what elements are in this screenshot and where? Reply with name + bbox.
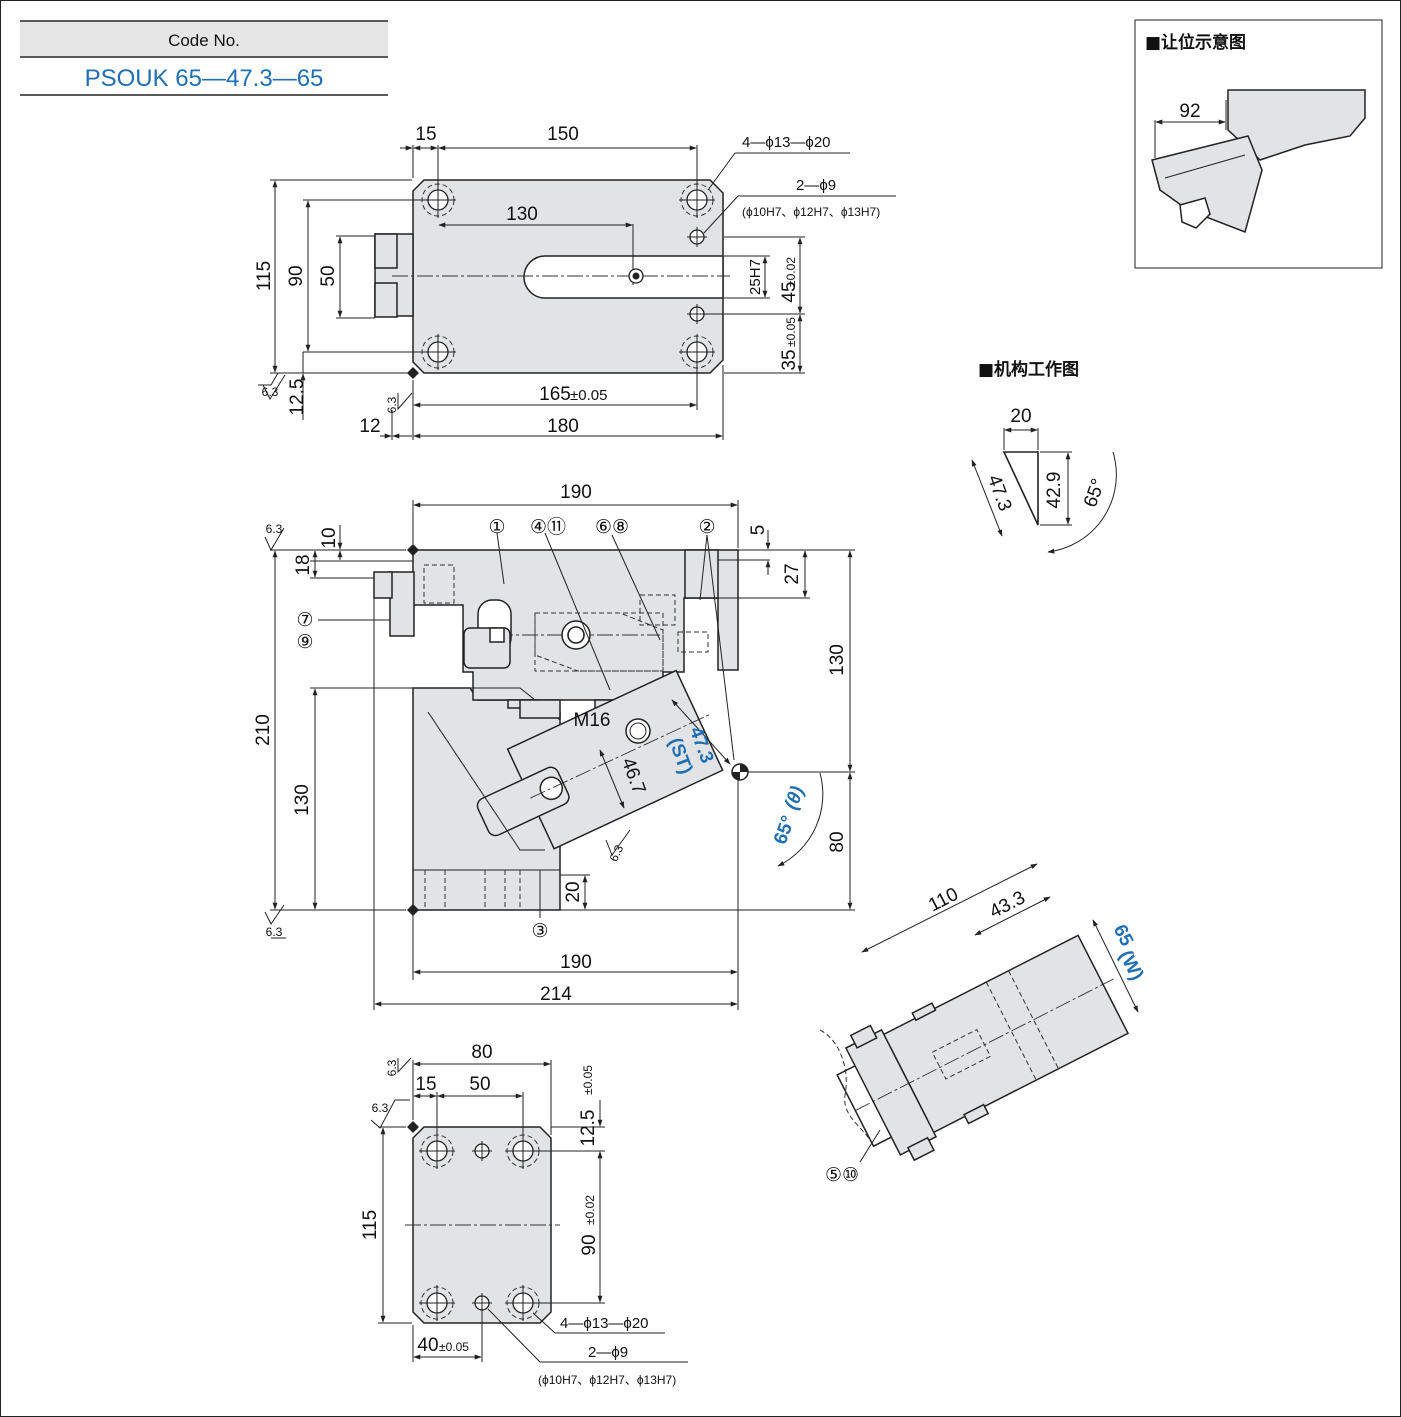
dim-top-150: 150: [547, 124, 579, 145]
bottom-holes-big-label: 4—ϕ13—ϕ20: [560, 1315, 649, 1332]
callout-1: ①: [488, 517, 505, 538]
top-view: 15 150 130 115 90 50 12.5 165 ±0.05 12 1…: [254, 124, 896, 440]
dim-bottom-12-5-tol: ±0.05: [581, 1065, 595, 1095]
dim-side-110: 110: [925, 884, 962, 916]
dim-front-angle: 65°: [770, 813, 800, 847]
code-value: PSOUK 65—47.3—65: [85, 65, 324, 92]
dim-top-180: 180: [547, 416, 579, 437]
bottom-holes-pin: [472, 1141, 492, 1313]
bottom-holes-small-label: 2—ϕ9: [588, 1344, 628, 1361]
dim-front-190-bottom: 190: [560, 952, 592, 973]
dim-top-45: 45: [779, 281, 800, 302]
side-view: 110 43.3 65 (W) ⑤⑩: [819, 863, 1148, 1186]
dim-front-210: 210: [253, 714, 274, 746]
mech-dim-65deg: 65°: [1080, 476, 1110, 510]
dim-top-130: 130: [506, 204, 538, 225]
bottom-holes-small-fit: (ϕ10H7、ϕ12H7、ϕ13H7): [538, 1373, 676, 1387]
code-header-bg: [20, 22, 388, 56]
clearance-diagram: ■让位示意图 92: [1134, 19, 1383, 269]
callout-6-8: ⑥⑧: [595, 517, 629, 538]
dim-top-50: 50: [318, 265, 339, 286]
dim-bottom-50: 50: [469, 1074, 490, 1095]
dim-bottom-40: 40: [417, 1335, 438, 1356]
front-view: M16 190 10 18 5 27: [253, 482, 855, 1010]
mechanism-title: ■机构工作图: [978, 359, 1079, 380]
code-label: Code No.: [168, 31, 240, 50]
dim-front-130-left: 130: [292, 784, 313, 816]
dim-front-130-right: 130: [827, 644, 848, 676]
dim-side-43-3: 43.3: [986, 887, 1028, 923]
top-holes-small-fit: (ϕ10H7、ϕ12H7、ϕ13H7): [742, 205, 880, 219]
front-m16-label: M16: [574, 710, 611, 731]
front-roughness-bottom: 6.3: [266, 925, 283, 939]
dim-top-35: 35: [779, 349, 800, 370]
mech-dim-20: 20: [1010, 406, 1031, 427]
dim-bottom-12-5: 12.5: [578, 1110, 599, 1147]
dim-top-25h7: 25H7: [747, 259, 764, 295]
code-block: Code No. PSOUK 65—47.3—65: [20, 20, 388, 96]
dim-top-165-tol: ±0.05: [570, 387, 607, 404]
dim-top-35-tol: ±0.05: [784, 317, 798, 347]
mech-dim-47-3: 47.3: [983, 472, 1015, 514]
dim-side-w-label: (W): [1115, 947, 1148, 984]
bottom-view: 80 15 50 12.5 ±0.05 115 90 ±0.02 40 ±0.0…: [360, 1042, 688, 1387]
dim-front-214: 214: [540, 984, 572, 1005]
top-roughness-right: 6.3: [385, 396, 399, 413]
dim-bottom-90: 90: [579, 1234, 600, 1255]
dim-bottom-15: 15: [415, 1074, 436, 1095]
dim-top-115: 115: [254, 261, 275, 291]
bottom-roughness-side: 6.3: [372, 1101, 389, 1115]
front-roughness-slider: 6.3: [607, 842, 627, 863]
callout-9: ⑨: [296, 632, 313, 653]
mech-dim-42-9: 42.9: [1044, 472, 1065, 509]
callout-3: ③: [531, 921, 548, 942]
callout-2: ②: [698, 517, 715, 538]
top-holes-small-label: 2—ϕ9: [796, 177, 836, 194]
dim-bottom-115: 115: [360, 1210, 381, 1240]
top-slot: [523, 255, 724, 299]
dim-top-12-5: 12.5: [287, 379, 308, 416]
dim-bottom-90-tol: ±0.02: [583, 1195, 597, 1225]
callout-5-10: ⑤⑩: [825, 1165, 859, 1186]
dim-front-27: 27: [782, 563, 803, 584]
front-side-plate: [389, 571, 415, 637]
callout-7: ⑦: [296, 610, 313, 631]
dim-top-90: 90: [286, 265, 307, 286]
top-holes-big-label: 4—ϕ13—ϕ20: [742, 134, 831, 151]
dim-front-angle-label: (θ): [781, 784, 809, 813]
dim-front-10: 10: [319, 527, 340, 548]
bottom-roughness-top: 6.3: [385, 1059, 399, 1076]
top-holes-counterbored: [420, 182, 715, 370]
dim-front-20: 20: [563, 881, 584, 902]
top-holes-pin: [687, 227, 707, 324]
dim-bottom-80: 80: [471, 1042, 492, 1063]
dim-bottom-40-tol: ±0.05: [439, 1340, 469, 1354]
dim-top-15: 15: [415, 124, 436, 145]
mechanism-diagram: ■机构工作图 20 47.3 42.9 65°: [971, 359, 1117, 554]
callout-4-11: ④⑪: [530, 516, 566, 538]
dim-top-165: 165: [539, 384, 571, 405]
dim-top-45-tol: ±0.02: [784, 257, 798, 287]
dim-front-18: 18: [293, 554, 314, 575]
clearance-dim-92: 92: [1179, 101, 1200, 122]
top-roughness-left: 6.3: [262, 385, 279, 399]
dim-side-65: 65: [1109, 921, 1138, 950]
front-roughness-top: 6.3: [266, 522, 283, 536]
bottom-holes-counterbored: [419, 1133, 541, 1321]
dim-front-80: 80: [827, 831, 848, 852]
clearance-title: ■让位示意图: [1145, 32, 1246, 53]
dim-front-190-top: 190: [560, 482, 592, 503]
dim-top-12: 12: [359, 416, 380, 437]
dim-front-5: 5: [748, 525, 769, 536]
